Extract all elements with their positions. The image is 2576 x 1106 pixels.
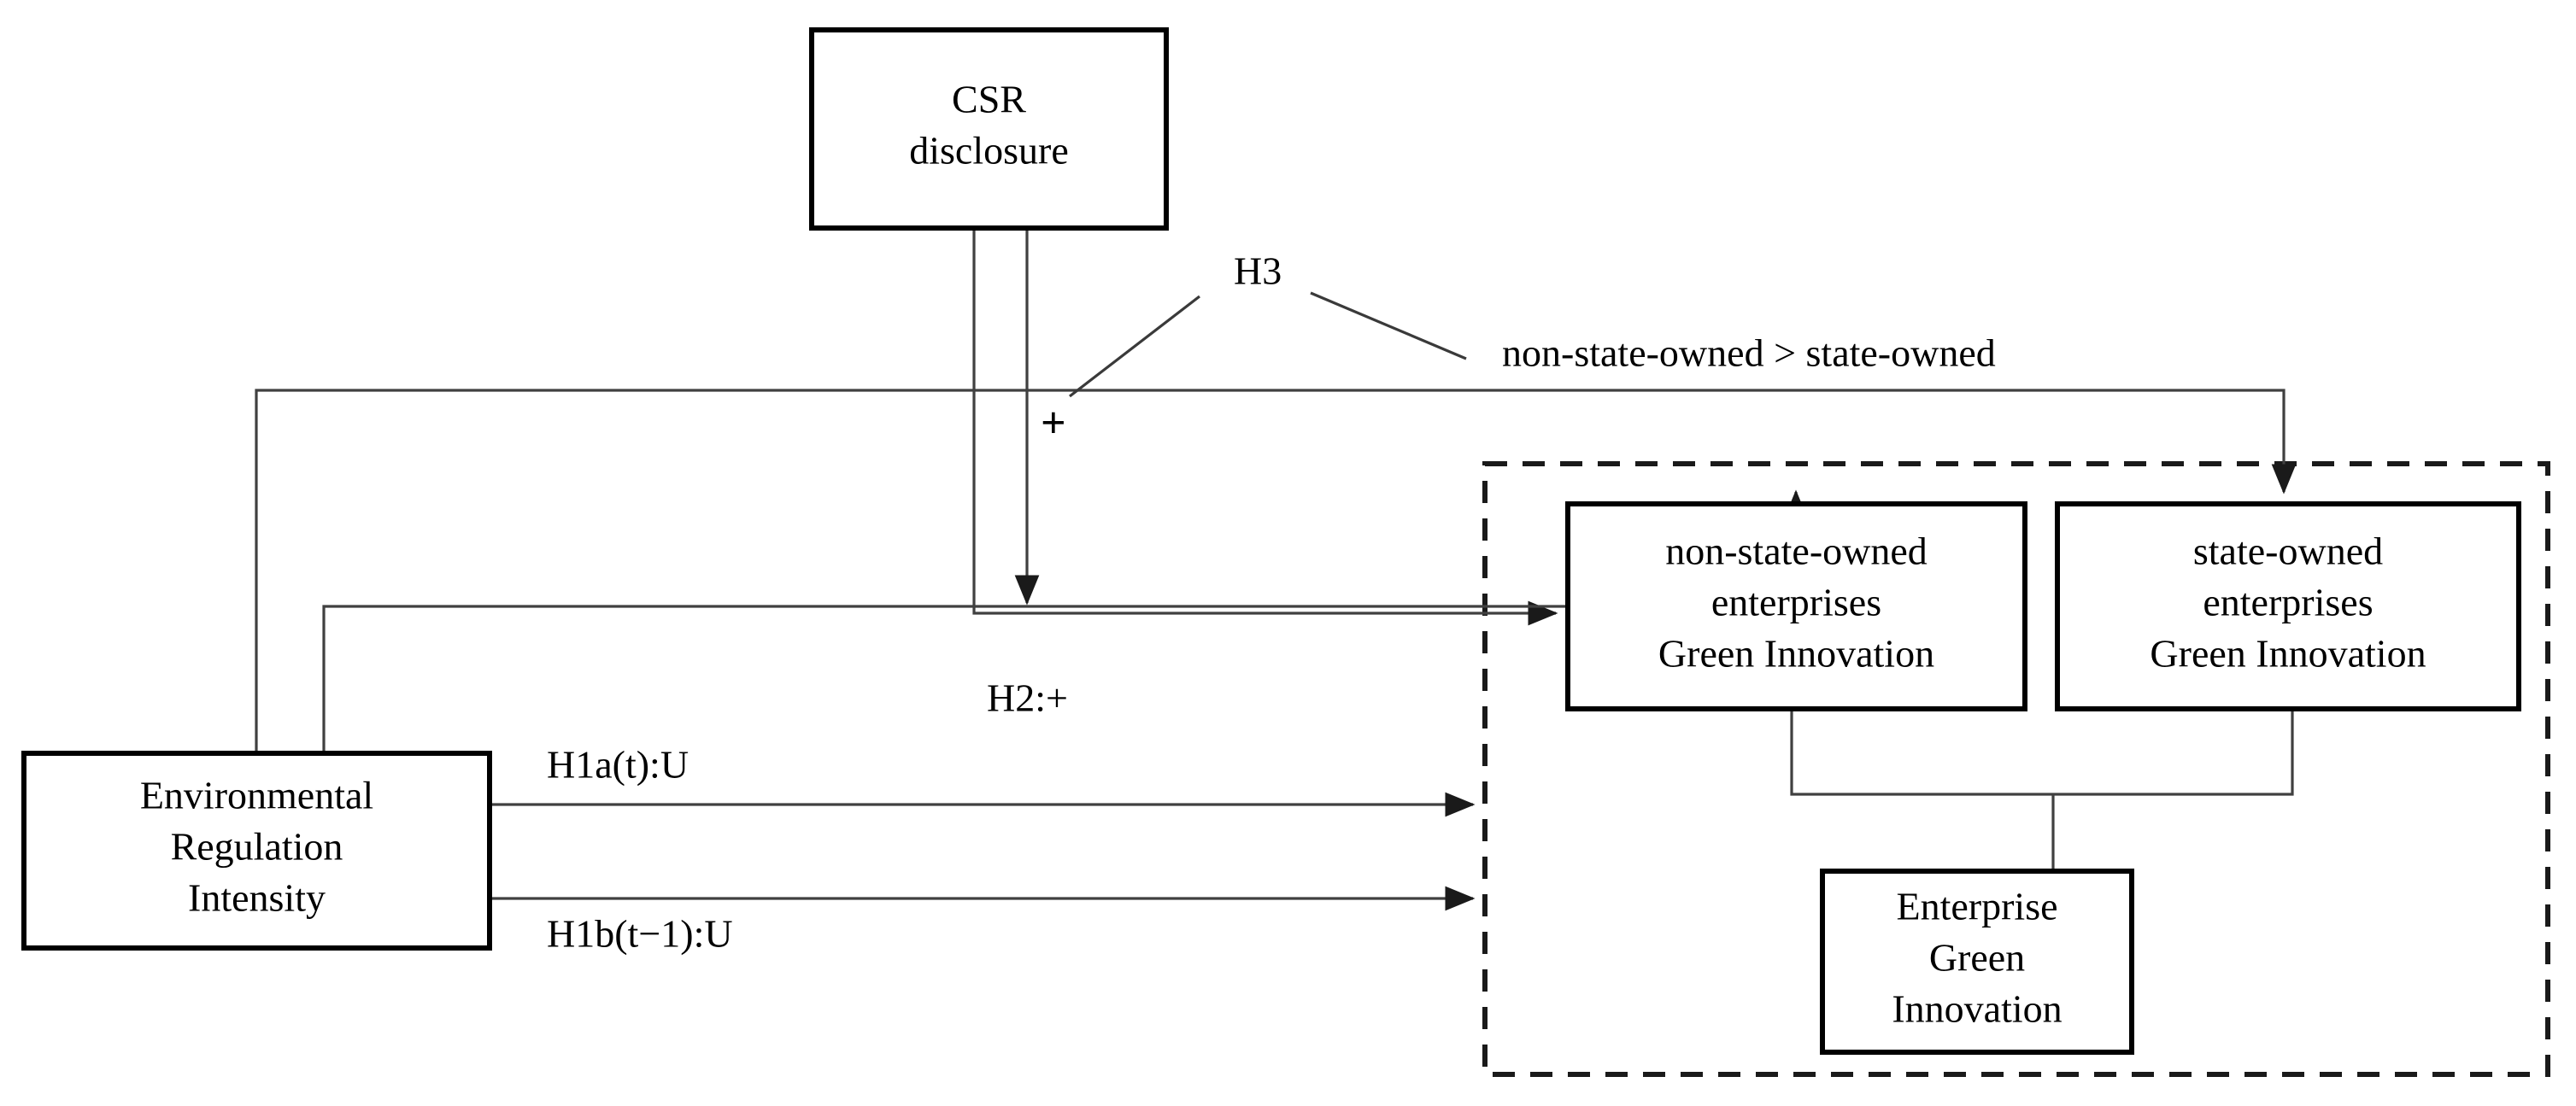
enterprise-green-innovation-node-frame: [1820, 869, 2134, 1055]
enterprise-join-bus: [1790, 709, 2294, 796]
hypothesis-h1a-label: H1a(t):U: [547, 743, 689, 787]
enterprise-green-innovation-node-line-0: Enterprise: [1896, 885, 2057, 928]
environmental-regulation-intensity-node-frame: [21, 751, 492, 951]
positive-sign-label: +: [1041, 399, 1066, 448]
green-innovation-outcome-group: [1482, 461, 2550, 1077]
non-state-owned-enterprises-node-line-0: non-state-owned: [1665, 530, 1928, 573]
environmental-regulation-intensity-node-line-0: Environmental: [140, 774, 373, 817]
environmental-regulation-intensity-node-line-2: Intensity: [188, 876, 326, 920]
non-state-owned-enterprises-node-line-2: Green Innovation: [1658, 632, 1934, 676]
non-state-owned-enterprises-node-frame: [1565, 501, 2027, 711]
environmental-regulation-intensity-node-line-1: Regulation: [171, 825, 343, 869]
csr-disclosure-node[interactable]: CSR disclosure: [809, 27, 1169, 231]
state-owned-enterprises-node-line-2: Green Innovation: [2150, 632, 2426, 676]
csr-disclosure-node-line-0: CSR: [952, 78, 1026, 121]
state-owned-enterprises-node-line-0: state-owned: [2193, 530, 2383, 573]
h3-comparison-label: non-state-owned > state-owned: [1502, 331, 1996, 375]
enterprise-green-innovation-node-line-1: Green: [1929, 936, 2025, 980]
hypothesis-h2-label: H2:+: [987, 676, 1068, 720]
non-state-owned-enterprises-node-line-1: enterprises: [1711, 581, 1881, 624]
h3-leader-right: [1310, 291, 1467, 360]
state-owned-enterprises-node-frame: [2055, 501, 2521, 711]
hypothesis-h1b-label: H1b(t−1):U: [547, 912, 733, 956]
hypothesis-h3-label: H3: [1234, 249, 1282, 293]
h3-leader-left: [1069, 295, 1200, 398]
csr-disclosure-node-frame: [809, 27, 1169, 231]
csr-to-nonstate-connector: [972, 229, 1558, 626]
state-owned-enterprises-node-line-1: enterprises: [2203, 581, 2373, 624]
enterprise-green-innovation-node-line-2: Innovation: [1892, 987, 2062, 1031]
csr-disclosure-node-line-1: disclosure: [909, 129, 1069, 173]
eri-to-state-owned-connector: [255, 389, 2297, 753]
